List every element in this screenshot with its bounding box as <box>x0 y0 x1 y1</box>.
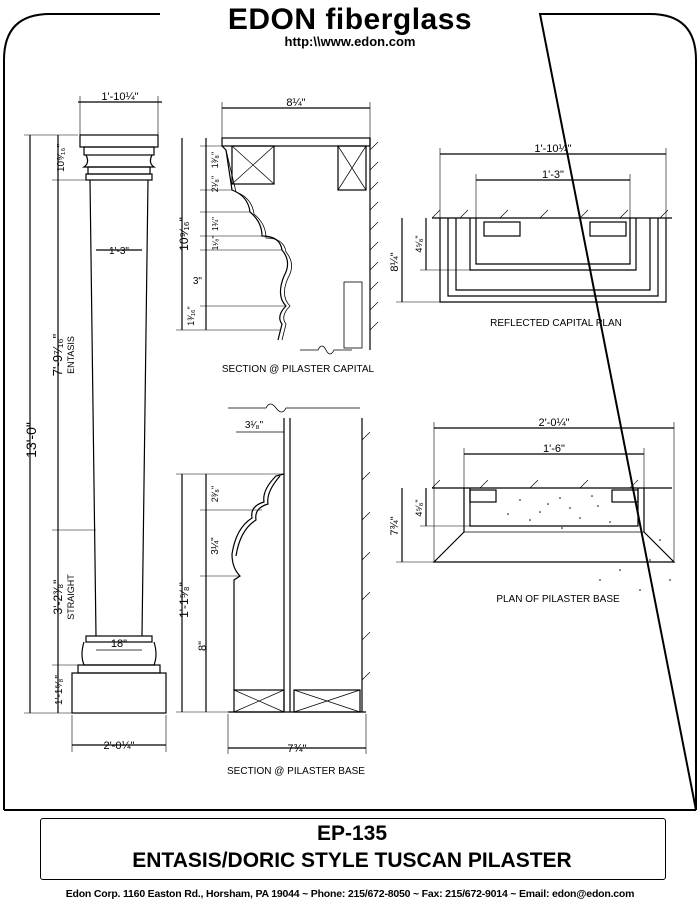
base-d2: 3¼" <box>209 537 221 555</box>
pilaster-entasis-dim: 7'-9⁷⁄₁₆" <box>50 333 65 376</box>
sheet-border <box>3 13 697 811</box>
reflected-inner-width: 1'-3" <box>542 169 564 181</box>
capital-caption: SECTION @ PILASTER CAPITAL <box>222 364 375 375</box>
base-plan-inner-depth: 4⁵⁄₈" <box>414 499 424 516</box>
pilaster-base-width: 2'-0¼" <box>103 740 134 752</box>
pilaster-straight-label: STRAIGHT <box>66 574 76 620</box>
base-top-dim: 3¹⁄₈" <box>245 420 264 431</box>
pilaster-shaft-base-width: 18" <box>111 638 127 650</box>
reflected-caption: REFLECTED CAPITAL PLAN <box>490 318 622 329</box>
capital-d2: 2¹⁄₈" <box>210 176 220 192</box>
capital-section <box>176 102 379 355</box>
pilaster-straight-dim: 3'-2³⁄₈" <box>51 580 65 615</box>
capital-d4: 1¹⁄₈" <box>211 236 220 251</box>
reflected-outer-width: 1'-10¼" <box>534 143 571 155</box>
pilaster-overall-height: 13'-0" <box>23 422 39 458</box>
base-plan-outer-width: 2'-0¼" <box>538 417 569 429</box>
base-d1: 2³⁄₈" <box>210 486 220 502</box>
base-plan-inner-width: 1'-6" <box>543 443 565 455</box>
base-overall: 1'-1⁵⁄₈" <box>177 582 191 618</box>
capital-top-dim: 8¼" <box>286 97 305 109</box>
reflected-capital-plan <box>396 148 672 303</box>
reflected-depth: 8¼" <box>389 252 401 271</box>
pilaster-entasis-label: ENTASIS <box>66 336 76 374</box>
title-block <box>40 818 666 880</box>
capital-d3: 1¾" <box>211 217 220 231</box>
base-section <box>176 403 371 754</box>
brand-url: http:\\www.edon.com <box>284 34 416 49</box>
base-plan-caption: PLAN OF PILASTER BASE <box>496 594 620 605</box>
brand-title: EDON fiberglass <box>227 3 473 36</box>
pilaster-top-width: 1'-10¼" <box>101 91 138 103</box>
product-number: EP-135 <box>316 822 388 845</box>
base-caption: SECTION @ PILASTER BASE <box>227 766 365 777</box>
base-plan <box>396 422 676 563</box>
base-plan-depth: 7¾" <box>389 516 401 535</box>
base-d3: 8" <box>197 641 209 651</box>
footer-contact: Edon Corp. 1160 Easton Rd., Horsham, PA … <box>65 888 635 900</box>
pilaster-cap-height: 10⁹⁄₁₆" <box>56 144 67 172</box>
pilaster-elevation <box>24 96 167 752</box>
capital-d6: 1³⁄₁₆" <box>186 306 196 325</box>
pilaster-shaft-width: 1'-3" <box>109 246 129 257</box>
capital-d1: 1³⁄₈" <box>210 152 220 168</box>
base-bottom-dim: 7¾" <box>287 743 306 755</box>
capital-overall: 10⁹⁄₁₆" <box>177 217 191 251</box>
capital-d5: 3" <box>193 276 203 287</box>
reflected-inner-depth: 4⁵⁄₈" <box>414 235 424 252</box>
base-plan-stipple <box>507 495 671 591</box>
pilaster-base-height: 1'-1⁵⁄₈" <box>54 675 65 705</box>
product-name: ENTASIS/DORIC STYLE TUSCAN PILASTER <box>132 849 572 872</box>
